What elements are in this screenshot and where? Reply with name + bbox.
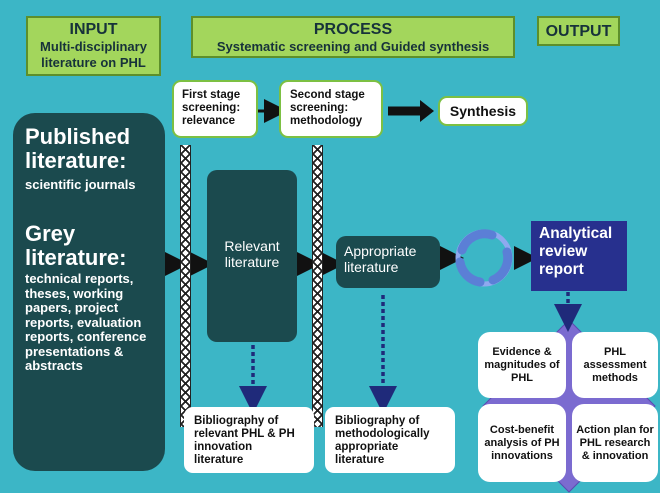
process-header: PROCESS Systematic screening and Guided … (191, 16, 515, 58)
relevant-bibliography-label: Bibliography of relevant PHL & PH innova… (194, 415, 295, 466)
second-stage-label: Second stage screening: methodology (290, 89, 365, 127)
relevant-bibliography-box: Bibliography of relevant PHL & PH innova… (184, 407, 314, 473)
relevance-screen-bar (180, 145, 191, 427)
action-plan-output-box: Action plan for PHL research & innovatio… (572, 404, 658, 482)
published-literature-title: Published literature: (25, 124, 131, 173)
appropriate-bibliography-label: Bibliography of methodologically appropr… (335, 415, 430, 466)
analytical-review-report-label: Analytical review report (539, 225, 613, 278)
process-header-subtitle: Systematic screening and Guided synthesi… (216, 39, 490, 54)
process-header-title: PROCESS (313, 21, 393, 38)
output-header-title: OUTPUT (545, 23, 612, 40)
methods-output-box: PHL assessment methods (572, 332, 658, 398)
second-stage-box: Second stage screening: methodology (279, 80, 383, 138)
methods-output-label: PHL assessment methods (583, 345, 647, 384)
first-stage-box: First stage screening: relevance (172, 80, 258, 138)
input-header: INPUT Multi-disciplinary literature on P… (26, 16, 161, 76)
input-literature-panel: Published literature: scientific journal… (13, 113, 165, 471)
methodology-screen-bar (312, 145, 323, 427)
appropriate-literature-box: Appropriate literature (336, 236, 440, 288)
cba-output-label: Cost-benefit analysis of PH innovations (484, 423, 560, 462)
synthesis-label: Synthesis (449, 103, 517, 119)
evidence-output-label: Evidence & magnitudes of PHL (484, 345, 560, 384)
appropriate-bibliography-box: Bibliography of methodologically appropr… (325, 407, 455, 473)
arrow-synthesis-head (420, 100, 434, 122)
grey-literature-sub: technical reports, theses, working paper… (25, 271, 147, 373)
evidence-output-box: Evidence & magnitudes of PHL (478, 332, 566, 398)
output-header: OUTPUT (537, 16, 620, 46)
grey-literature-title: Grey literature: (25, 221, 127, 270)
appropriate-literature-label: Appropriate literature (344, 243, 417, 275)
relevant-literature-box: Relevant literature (207, 170, 297, 342)
first-stage-label: First stage screening: relevance (182, 89, 241, 127)
published-literature-sub: scientific journals (25, 177, 136, 192)
cycle-icon (455, 229, 513, 287)
input-header-title: INPUT (69, 21, 118, 38)
analytical-review-report-box: Analytical review report (531, 221, 627, 291)
action-plan-output-label: Action plan for PHL research & innovatio… (576, 423, 654, 462)
input-header-subtitle: Multi-disciplinary literature on PHL (40, 39, 147, 70)
cba-output-box: Cost-benefit analysis of PH innovations (478, 404, 566, 482)
synthesis-box: Synthesis (438, 96, 528, 126)
relevant-literature-label: Relevant literature (224, 238, 280, 270)
